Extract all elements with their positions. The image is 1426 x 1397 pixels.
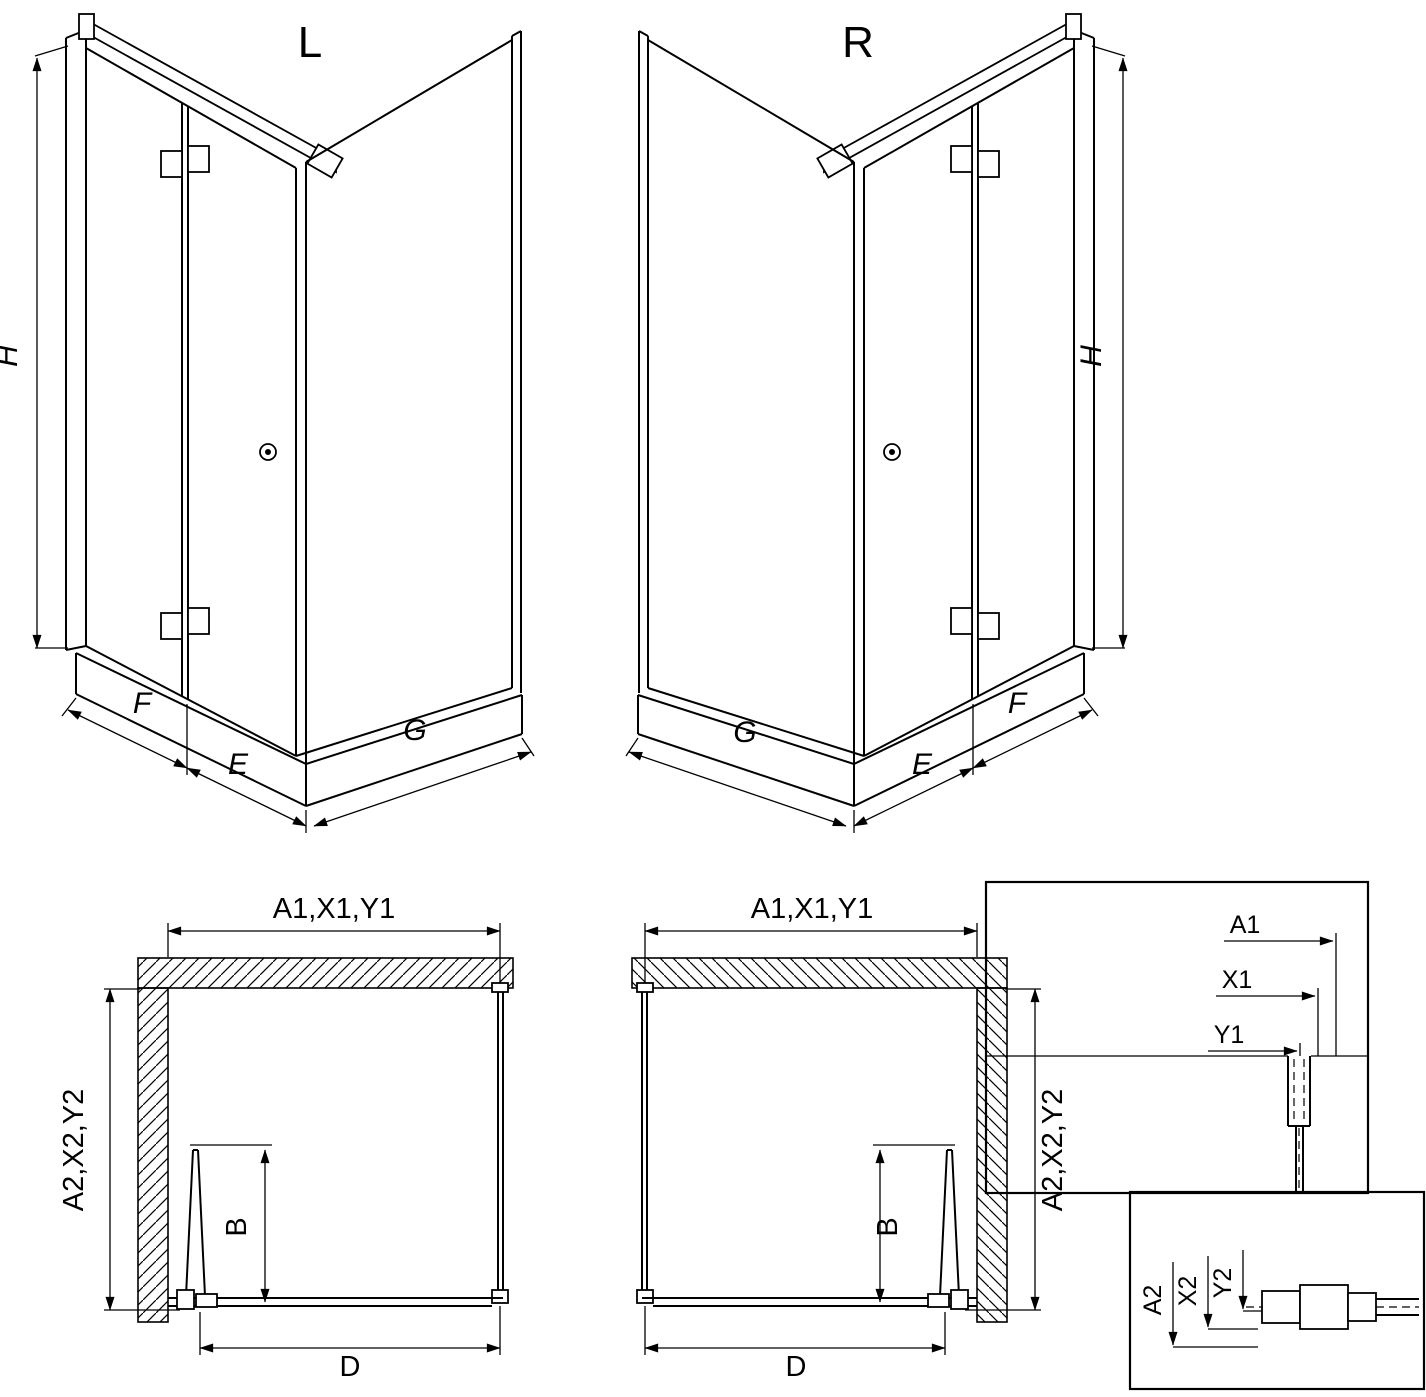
- wall-left: [137, 987, 169, 1323]
- plan-right-d-label: D: [786, 1351, 807, 1383]
- detail-x1-label: X1: [1222, 966, 1253, 994]
- perspective-right-g-label: G: [733, 716, 756, 749]
- detail-view-vertical: [1128, 1190, 1426, 1391]
- labels: L H F E G R H G E F A1,X1,Y1 A2,X2,Y2 B …: [0, 18, 1260, 1383]
- plan-right-b-label: B: [872, 1217, 904, 1236]
- x2-detail-arrow: [1203, 1256, 1258, 1330]
- corner-post: [295, 162, 307, 806]
- door-track-plan: [168, 1297, 503, 1307]
- wall-profile-left: [65, 29, 87, 651]
- plan-view-left: [104, 923, 514, 1355]
- y2-detail-arrow: [1238, 1250, 1262, 1312]
- perspective-left-f-label: F: [133, 687, 153, 720]
- plan-left-d-label: D: [340, 1351, 361, 1383]
- door-hinge-bottom: [160, 607, 210, 640]
- plan-left-b-label: B: [221, 1217, 253, 1236]
- view-label-left: L: [298, 18, 322, 67]
- profile-cross-section: [1246, 1284, 1419, 1330]
- plan-right-a1-label: A1,X1,Y1: [751, 893, 874, 925]
- h-dimension: [32, 45, 69, 649]
- perspective-left-h-label: H: [0, 345, 24, 367]
- detail-x2-label: X2: [1174, 1276, 1202, 1307]
- perspective-left-e-label: E: [228, 748, 249, 781]
- wall-top: [137, 957, 514, 989]
- y1-detail-arrow: [1208, 1043, 1301, 1056]
- a1-detail-arrow: [1224, 933, 1337, 1056]
- front-glass-wall: [85, 47, 297, 700]
- wall-profile-section: [1287, 1056, 1311, 1191]
- perspective-right-h-label: H: [1075, 345, 1108, 367]
- fe-dimension: [61, 697, 307, 833]
- top-support-bar: [78, 13, 344, 179]
- door-knob: [259, 443, 277, 461]
- side-glass-plan: [491, 982, 509, 1304]
- g-dimension: [313, 737, 535, 827]
- perspective-view-left: [32, 13, 535, 833]
- side-glass-panel: [305, 30, 522, 693]
- d-dimension: [199, 1306, 501, 1355]
- a2-detail-arrow: [1168, 1262, 1258, 1348]
- detail-a1-label: A1: [1230, 911, 1261, 939]
- perspective-left-g-label: G: [403, 714, 426, 747]
- a2-dimension: [104, 988, 180, 1311]
- plan-left-a1-label: A1,X1,Y1: [273, 893, 396, 925]
- detail-y2-label: Y2: [1209, 1268, 1237, 1299]
- perspective-right-f-label: F: [1008, 687, 1028, 720]
- plan-right-a2-label: A2,X2,Y2: [1037, 1089, 1069, 1212]
- x1-detail-arrow: [1216, 988, 1319, 1056]
- b-dimension: [190, 1144, 272, 1303]
- folded-door-plan: [176, 1149, 218, 1310]
- detail-a2-label: A2: [1139, 1285, 1167, 1316]
- door-hinge-top: [160, 145, 210, 178]
- view-label-right: R: [842, 18, 874, 67]
- plan-left-a2-label: A2,X2,Y2: [58, 1089, 90, 1212]
- detail-y1-label: Y1: [1214, 1021, 1245, 1049]
- perspective-right-e-label: E: [912, 748, 933, 781]
